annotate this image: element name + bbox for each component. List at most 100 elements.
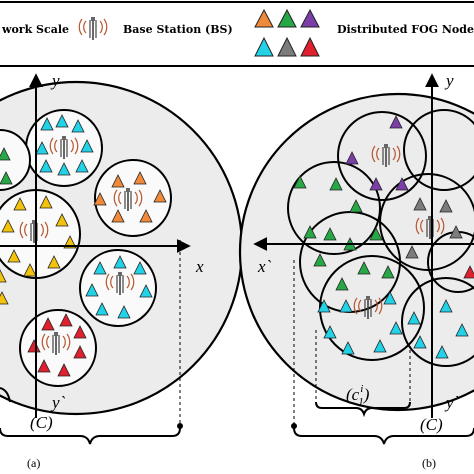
- fog-node: [133, 261, 147, 275]
- fog-node: [93, 192, 107, 206]
- range-brace-a: [0, 427, 181, 445]
- panel-b-fog-nodes: [293, 115, 474, 359]
- fog-node: [41, 317, 55, 331]
- fog-node: [0, 269, 7, 283]
- fog-node: [0, 147, 11, 161]
- fog-node: [85, 283, 99, 297]
- legend-cyan-triangle: [254, 36, 274, 57]
- fog-node: [73, 325, 87, 339]
- fog-node: [55, 213, 69, 227]
- fog-node: [413, 335, 427, 349]
- fog-node: [389, 115, 403, 129]
- fog-node: [39, 195, 53, 209]
- fog-node: [407, 311, 421, 325]
- legend-orange-triangle: [254, 8, 274, 28]
- panel-a-x-label: x: [195, 257, 204, 276]
- cell-b: [287, 161, 381, 255]
- panel-b-x-neg-label: x`: [257, 257, 272, 276]
- fog-node: [7, 249, 21, 263]
- fog-node: [455, 323, 469, 337]
- sub-range-brace: [315, 401, 411, 418]
- panel-b-range-label: (C): [420, 415, 443, 434]
- cell-a-center: [0, 189, 81, 279]
- legend-fog-label: Distributed FOG Nodes: [337, 23, 474, 36]
- legend-gray-triangle: [277, 36, 297, 57]
- panel-a-y-neg-label: y`: [50, 393, 66, 412]
- panel-b-range-brace: (C): [291, 260, 474, 445]
- cell-a-top-right: [94, 159, 172, 237]
- panel-b-axes: y x` y`: [253, 71, 474, 418]
- fog-node: [329, 177, 343, 191]
- fog-node: [323, 325, 337, 339]
- fog-node: [389, 321, 403, 335]
- range-brace-b: [293, 427, 474, 445]
- fog-node: [369, 227, 383, 241]
- panel-a-caption: (a): [27, 456, 40, 470]
- fog-node: [139, 209, 153, 223]
- fog-node: [435, 345, 449, 359]
- panel-b-caption: (b): [422, 456, 436, 470]
- fog-node: [449, 225, 463, 239]
- fog-node: [133, 171, 147, 185]
- panel-a-y-label: y: [50, 71, 60, 90]
- fog-node: [339, 299, 353, 313]
- fog-node: [373, 339, 387, 353]
- legend-fog-triangles: [254, 8, 320, 57]
- fog-node: [349, 199, 363, 213]
- fog-node: [439, 199, 453, 213]
- fog-node: [93, 261, 107, 275]
- legend-green-triangle: [277, 8, 297, 28]
- fog-node: [395, 177, 409, 191]
- fog-node: [413, 197, 427, 211]
- fog-node: [23, 263, 37, 277]
- fog-node: [55, 114, 69, 128]
- fog-node: [47, 255, 61, 269]
- fog-node: [40, 117, 54, 131]
- fog-node: [75, 159, 89, 173]
- fog-node: [111, 174, 125, 188]
- fog-node: [13, 197, 27, 211]
- panel-b-y-label: y: [444, 71, 454, 90]
- fog-node: [113, 255, 127, 269]
- fog-node: [117, 305, 131, 319]
- fog-node: [153, 189, 167, 203]
- legend: work Scale Base Station (BS) Distributed…: [0, 1, 474, 67]
- fog-node: [303, 225, 317, 239]
- panel-b-y-neg-label: y`: [444, 393, 460, 412]
- legend-purple-triangle: [300, 8, 320, 28]
- cell-b: [401, 277, 474, 367]
- fog-node: [383, 291, 397, 305]
- fog-node: [39, 159, 53, 173]
- panel-a-fog-nodes: [0, 114, 167, 377]
- fog-node: [439, 299, 453, 313]
- cell-b: [403, 109, 474, 191]
- fog-node: [357, 261, 371, 275]
- fog-node: [369, 177, 383, 191]
- fog-node: [341, 341, 355, 355]
- fog-node: [313, 253, 327, 267]
- legend-scale-label: work Scale: [1, 23, 69, 36]
- fog-node: [80, 139, 94, 153]
- panel-a-range-label: (C): [30, 413, 53, 432]
- cell-b: [337, 111, 427, 201]
- fog-node: [73, 345, 87, 359]
- cell-a-bottom: [19, 309, 97, 387]
- fog-node: [463, 265, 474, 279]
- panel-a-axes: y x y`: [0, 71, 204, 418]
- panel-b-coverage-circle: [238, 92, 474, 412]
- fog-node: [405, 245, 419, 259]
- fog-node: [35, 141, 49, 155]
- panel-a-range-brace: (C): [0, 240, 183, 445]
- legend-box: [0, 1, 474, 67]
- fog-node: [111, 209, 125, 223]
- panel-a: y x y` (C) (a): [0, 71, 244, 470]
- fog-node: [71, 119, 85, 133]
- fog-node: [139, 284, 153, 298]
- fog-node: [335, 277, 349, 291]
- fog-node: [381, 265, 395, 279]
- fog-node: [293, 175, 307, 189]
